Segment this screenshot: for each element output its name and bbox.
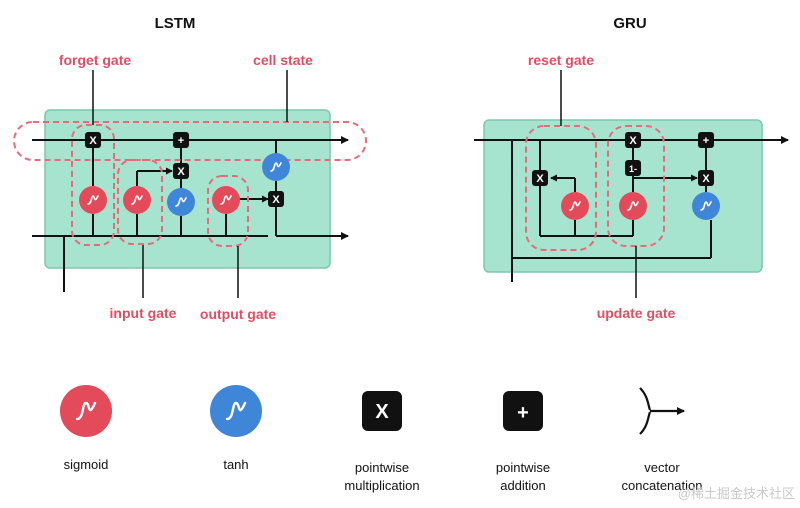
svg-text:1-: 1-	[629, 164, 637, 174]
svg-text:+: +	[517, 402, 529, 424]
legend-tanh-label: tanh	[223, 457, 248, 472]
reset-gate-highlight	[525, 125, 597, 251]
legend-vector-concatenation: vector concatenation	[622, 387, 703, 493]
reset-gate-label: reset gate	[528, 52, 594, 68]
lstm-cell-add-op: +	[173, 132, 189, 148]
lstm-title: LSTM	[155, 15, 196, 32]
legend-add-line1: pointwise	[496, 460, 550, 475]
legend-sigmoid-label: sigmoid	[64, 457, 109, 472]
gru-reset-sigmoid	[561, 192, 589, 220]
cell-state-label: cell state	[253, 52, 313, 68]
watermark: @稀土掘金技术社区	[678, 486, 795, 501]
lstm-cell-box	[44, 109, 331, 269]
lstm-leader-lines	[92, 70, 288, 298]
lstm-input-tanh	[167, 188, 195, 216]
gru-reset-multiply-op: X	[532, 170, 548, 186]
plus-icon: +	[503, 391, 543, 431]
cell-state-highlight	[13, 121, 367, 161]
svg-text:X: X	[177, 166, 185, 178]
gru-cell-box	[483, 119, 763, 273]
svg-text:+: +	[178, 135, 184, 147]
svg-text:X: X	[272, 194, 280, 206]
input-gate-label: input gate	[110, 305, 177, 321]
concatenation-arrow-icon	[639, 387, 685, 435]
lstm-input-multiply-op: X	[173, 163, 189, 179]
svg-text:X: X	[629, 135, 637, 147]
legend-concat-line1: vector	[644, 460, 680, 475]
forget-gate-label: forget gate	[59, 52, 132, 68]
sigmoid-icon	[60, 385, 112, 437]
output-gate-highlight	[207, 175, 249, 247]
legend-pointwise-addition: + pointwise addition	[496, 391, 550, 493]
lstm-forget-multiply-op: X	[85, 132, 101, 148]
svg-text:X: X	[89, 135, 97, 147]
svg-text:X: X	[702, 173, 710, 185]
gru-update-sigmoid	[619, 192, 647, 220]
lstm-input-sigmoid	[123, 186, 151, 214]
forget-gate-highlight	[71, 124, 115, 246]
svg-text:+: +	[703, 135, 709, 147]
lstm-output-multiply-op: X	[268, 191, 284, 207]
gru-update-multiply-op: X	[625, 132, 641, 148]
svg-text:X: X	[375, 401, 389, 423]
legend-sigmoid: sigmoid	[60, 385, 112, 472]
gru-tanh	[692, 192, 720, 220]
input-gate-highlight	[117, 159, 163, 245]
legend-concat-line2: concatenation	[622, 478, 703, 493]
legend-add-line2: addition	[500, 478, 546, 493]
update-gate-label: update gate	[597, 305, 676, 321]
gru-leader-lines	[560, 70, 637, 298]
lstm-forget-sigmoid	[79, 186, 107, 214]
legend-mult-line1: pointwise	[355, 460, 409, 475]
gru-candidate-multiply-op: X	[698, 170, 714, 186]
legend-tanh: tanh	[210, 385, 262, 472]
gru-title: GRU	[613, 15, 646, 32]
legend-mult-line2: multiplication	[344, 478, 419, 493]
lstm-cell-tanh	[262, 153, 290, 181]
gru-add-op: +	[698, 132, 714, 148]
legend-pointwise-multiplication: X pointwise multiplication	[344, 391, 420, 493]
lstm-wires	[32, 136, 349, 292]
multiply-icon: X	[362, 391, 402, 431]
svg-text:X: X	[536, 173, 544, 185]
gru-one-minus-op: 1-	[625, 160, 641, 176]
lstm-output-sigmoid	[212, 186, 240, 214]
output-gate-label: output gate	[200, 306, 276, 322]
tanh-icon	[210, 385, 262, 437]
